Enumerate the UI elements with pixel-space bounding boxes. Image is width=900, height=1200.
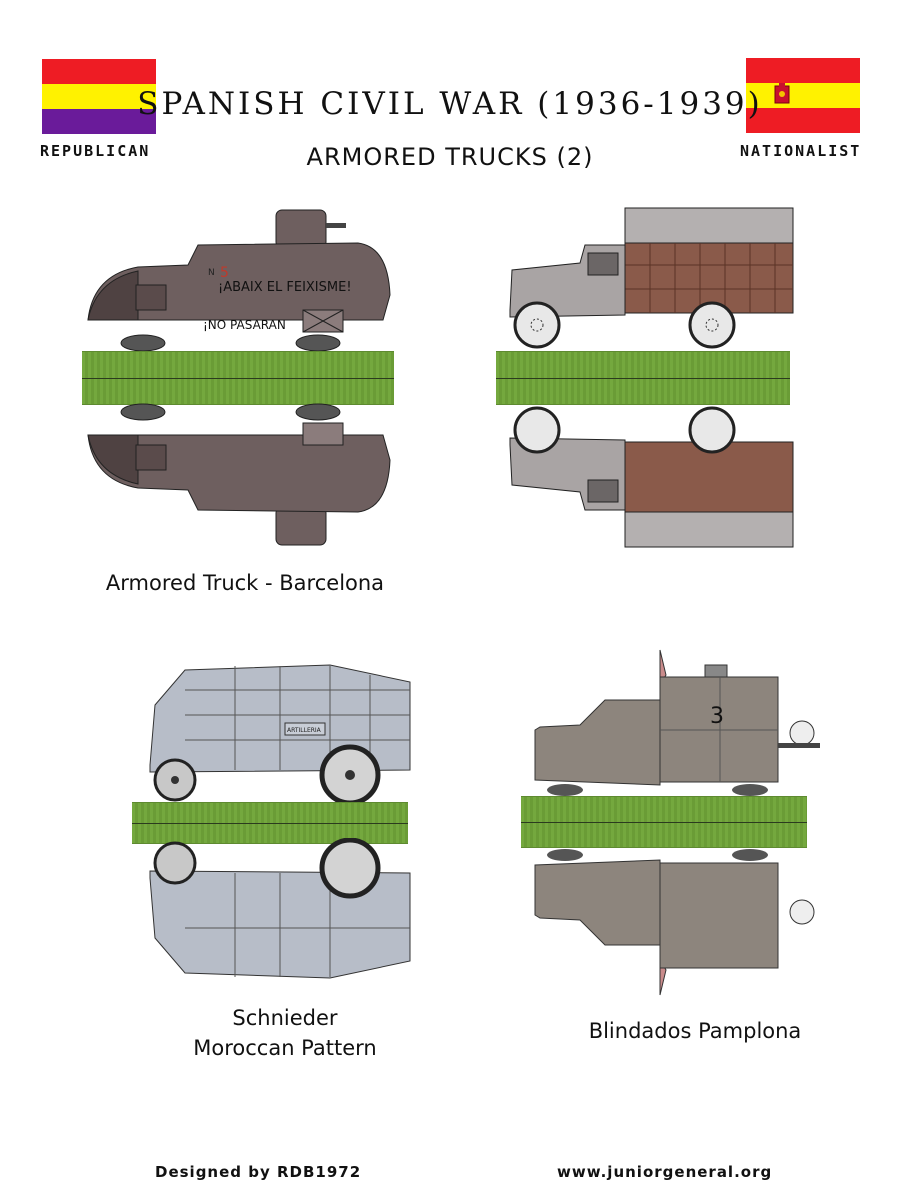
barcelona-slogan-1: ¡ABAIX EL FEIXISME! [218, 280, 352, 295]
pamplona-truck-top: 3 [534, 649, 820, 796]
caption-schnieder-line-2: Moroccan Pattern [193, 1036, 377, 1060]
republican-flag [42, 59, 156, 134]
base-pamplona [521, 796, 807, 848]
schnieder-truck-top: ARTILLERIA [149, 664, 411, 805]
base-schnieder [132, 802, 408, 844]
flag-stripe-bottom [746, 108, 860, 133]
flag-stripe-bottom [42, 109, 156, 134]
base-barcelona [82, 351, 394, 405]
caption-pamplona: Blindados Pamplona [588, 1019, 802, 1043]
schnieder-truck-bottom [149, 838, 411, 979]
base-cargo [496, 351, 790, 405]
cargo-truck-bottom [509, 406, 794, 548]
page-subtitle: ARMORED TRUCKS (2) [306, 143, 594, 171]
barcelona-truck-bottom [87, 403, 391, 546]
barcelona-truck-top: N 5 ¡ABAIX EL FEIXISME! ¡NO PASARAN [87, 209, 391, 352]
footer-credit: Designed by RDB1972 [155, 1163, 362, 1181]
barcelona-slogan-2: ¡NO PASARAN [203, 318, 286, 332]
barcelona-number-prefix: N [208, 268, 215, 278]
caption-barcelona: Armored Truck - Barcelona [105, 571, 385, 595]
footer-site-link[interactable]: www.juniorgeneral.org [557, 1163, 773, 1181]
flag-stripe-top [746, 58, 860, 83]
barcelona-number: 5 [220, 265, 229, 281]
flag-stripe-top [42, 59, 156, 84]
pamplona-number: 3 [710, 704, 724, 729]
caption-schnieder: Schnieder Moroccan Pattern [135, 1003, 435, 1063]
flag-stripe-middle [746, 83, 860, 108]
coat-of-arms-icon [774, 83, 790, 104]
republican-label: REPUBLICAN [40, 142, 151, 160]
caption-schnieder-line-1: Schnieder [232, 1006, 338, 1030]
pamplona-truck-bottom [534, 849, 815, 996]
cargo-truck-top [509, 207, 794, 349]
flag-stripe-middle [42, 84, 156, 109]
page-title: SPANISH CIVIL WAR (1936-1939) [137, 86, 763, 122]
nationalist-flag [746, 58, 860, 133]
nationalist-label: NATIONALIST [740, 142, 862, 160]
schnieder-marking: ARTILLERIA [287, 727, 322, 734]
